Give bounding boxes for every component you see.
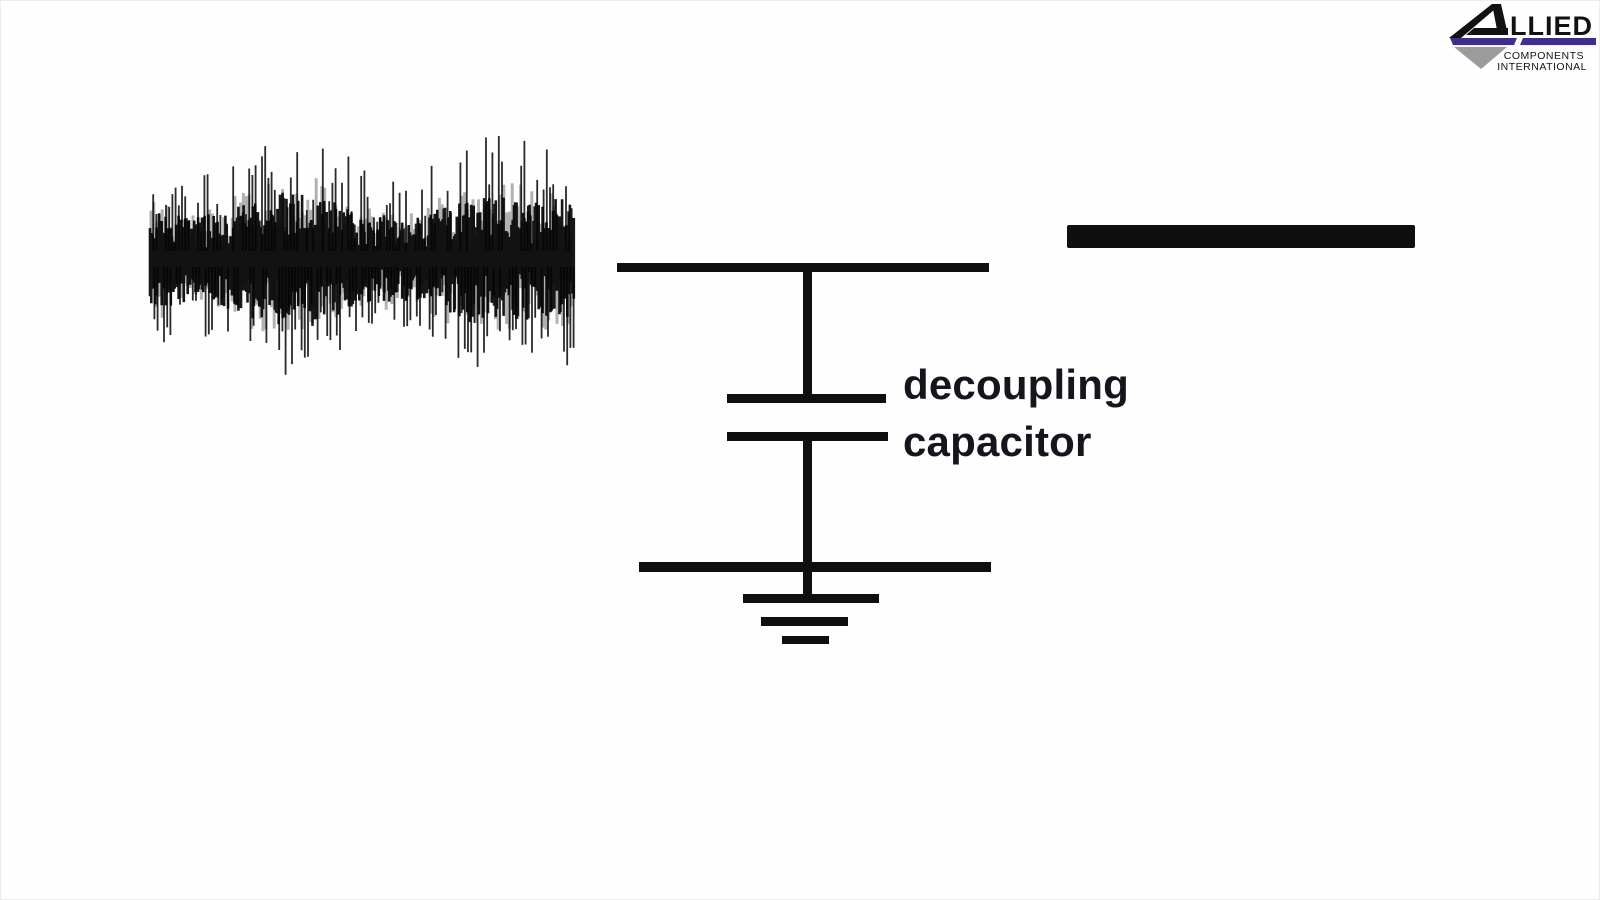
ground-rail-wire [639, 562, 991, 572]
logo-gray-triangle [1454, 47, 1507, 69]
logo-purple-band-left [1450, 38, 1517, 45]
allied-logo: LLIED COMPONENTS INTERNATIONAL [1449, 4, 1596, 72]
ground-symbol-bar-1 [743, 594, 879, 603]
noise-waveform [148, 136, 576, 375]
logo-wordmark-text: LLIED [1510, 11, 1593, 41]
ground-lead [803, 566, 812, 600]
capacitor-top-lead [803, 266, 812, 398]
logo-a-left-stroke [1449, 4, 1501, 38]
noise-waveform-spikes [152, 136, 575, 375]
logo-purple-band-right [1520, 38, 1596, 45]
label-line-2: capacitor [903, 418, 1092, 465]
label-line-1: decoupling [903, 361, 1129, 408]
ground-symbol-bar-3 [782, 636, 829, 644]
ground-symbol-bar-2 [761, 617, 848, 626]
logo-international-text: INTERNATIONAL [1497, 61, 1587, 72]
capacitor-bottom-lead [803, 436, 812, 568]
logo-components-text: COMPONENTS [1504, 50, 1584, 62]
logo-a-right-stroke [1492, 4, 1508, 35]
capacitor-plate-top [727, 394, 886, 403]
clean-signal-bar [1067, 225, 1415, 248]
logo-a-crossbar [1466, 28, 1508, 35]
decoupling-capacitor-label: decoupling capacitor [903, 356, 1129, 470]
